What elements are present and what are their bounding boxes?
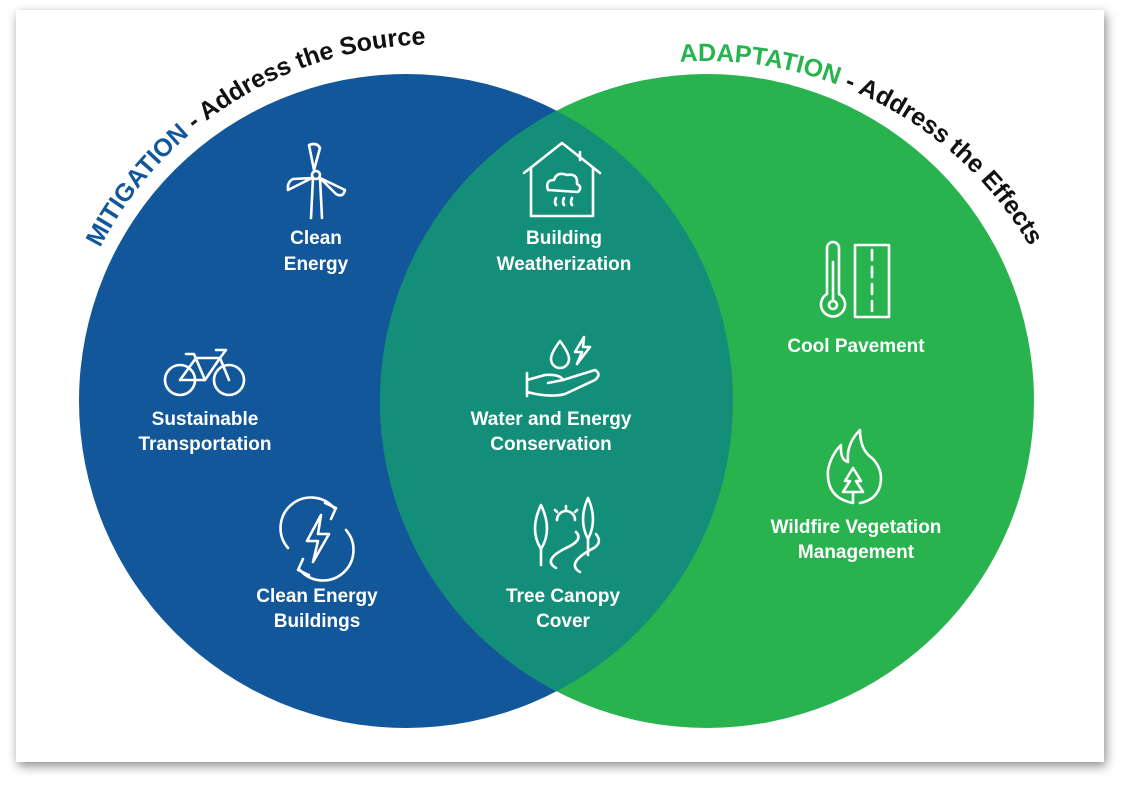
wildfire-tree-icon <box>826 428 883 505</box>
item-water-energy-conservation-line1: Water and Energy <box>471 409 632 430</box>
item-clean-energy-buildings-line2: Buildings <box>274 611 361 632</box>
item-clean-energy-line2: Energy <box>284 254 349 275</box>
wind-turbine-icon <box>286 142 347 220</box>
bicycle-icon <box>163 348 246 397</box>
trees-path-icon <box>533 496 601 574</box>
item-tree-canopy-cover-line2: Cover <box>536 611 590 632</box>
hand-water-energy-icon <box>525 335 600 398</box>
item-water-energy-conservation-line2: Conservation <box>490 434 611 455</box>
item-sustainable-transportation-line1: Sustainable <box>152 409 259 430</box>
item-building-weatherization-line2: Weatherization <box>497 254 632 275</box>
overlap-region <box>380 74 733 728</box>
renewable-energy-icon <box>279 496 355 582</box>
thermometer-pavement-icon <box>819 240 891 319</box>
item-clean-energy-line1: Clean <box>290 228 342 249</box>
item-building-weatherization-line1: Building <box>526 228 602 249</box>
item-cool-pavement-line1: Cool Pavement <box>787 336 925 357</box>
item-wildfire-vegetation-management-line1: Wildfire Vegetation <box>771 517 942 538</box>
item-clean-energy-buildings-line1: Clean Energy <box>256 586 378 607</box>
item-wildfire-vegetation-management-line2: Management <box>798 542 915 563</box>
house-cloud-icon <box>522 141 602 218</box>
item-sustainable-transportation-line2: Transportation <box>138 434 271 455</box>
item-tree-canopy-cover-line1: Tree Canopy <box>506 586 620 607</box>
